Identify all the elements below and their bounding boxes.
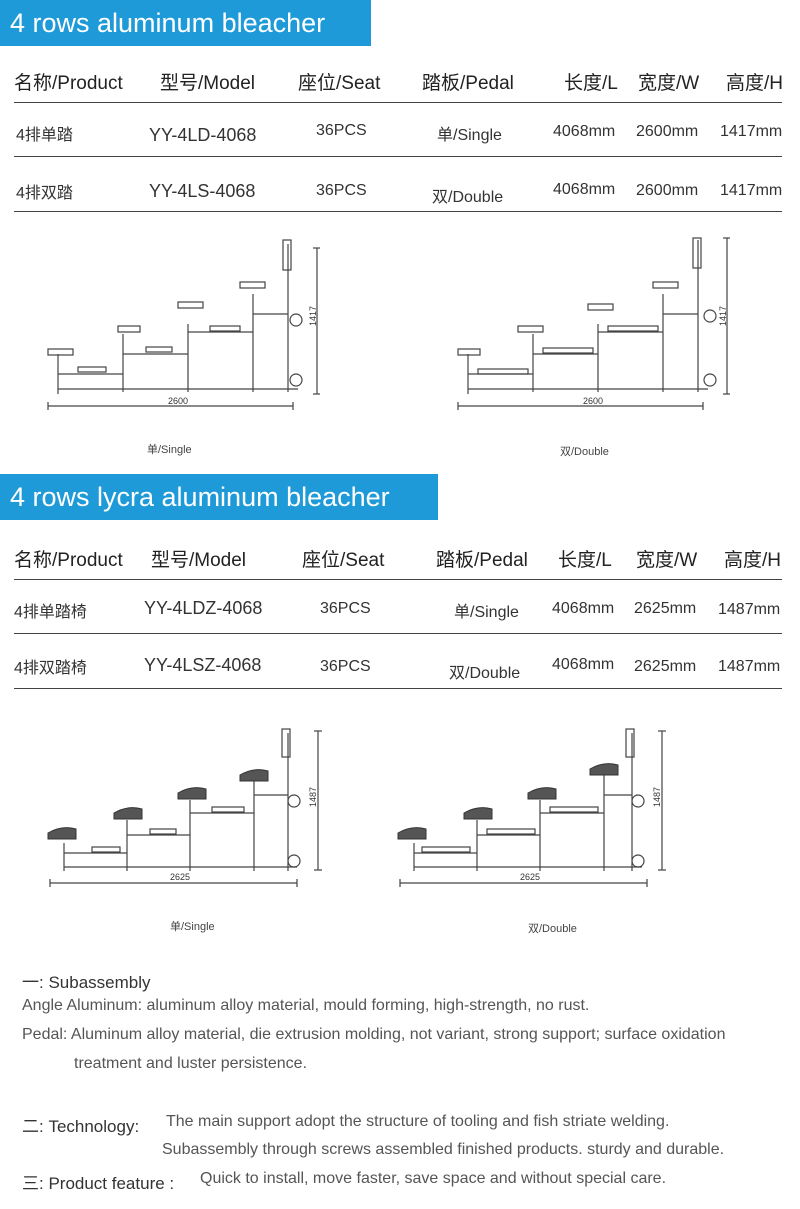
subassembly-heading: 一: Subassembly xyxy=(22,973,151,992)
cell-pedal: 双/Double xyxy=(432,189,504,206)
feature-text: Quick to install, move faster, save spac… xyxy=(200,1170,667,1187)
cell-model: YY-4LSZ-4068 xyxy=(144,655,262,675)
table-bottom-rule xyxy=(14,688,782,689)
height-dimension-label: 1487 xyxy=(308,787,318,807)
header-width: 宽度/W xyxy=(638,73,700,94)
cell-seat: 36PCS xyxy=(316,122,367,139)
cell-seat: 36PCS xyxy=(320,658,371,675)
double-bleacher-diagram: 2600 1417 xyxy=(448,234,748,420)
header-length: 长度/L xyxy=(564,73,618,94)
lycra-single-bleacher-diagram: 2625 1487 xyxy=(42,725,342,895)
header-height: 高度/H xyxy=(724,550,782,571)
section1-spec-table: 名称/Product 型号/Model 座位/Seat 踏板/Pedal 长度/… xyxy=(14,60,784,215)
header-height: 高度/H xyxy=(726,73,784,94)
single-bleacher-diagram: 2600 1417 xyxy=(38,234,338,420)
width-dimension-label: 2600 xyxy=(583,396,603,406)
section2-title-banner: 4 rows lycra aluminum bleacher xyxy=(0,474,438,520)
cell-model: YY-4LS-4068 xyxy=(149,181,256,201)
cell-pedal: 单/Single xyxy=(454,604,519,621)
cell-width: 2625mm xyxy=(634,658,697,675)
pedal-text-line2: treatment and luster persistence. xyxy=(74,1055,308,1072)
lycra-double-bleacher-diagram: 2625 1487 xyxy=(392,725,692,895)
cell-product: 4排双踏椅 xyxy=(14,660,87,677)
technology-text-line2: Subassembly through screws assembled fin… xyxy=(162,1141,725,1158)
technology-heading: 二: Technology: xyxy=(22,1117,140,1136)
lycra-single-diagram-caption: 单/Single xyxy=(170,921,215,933)
technology-text-line1: The main support adopt the structure of … xyxy=(166,1113,670,1130)
header-pedal: 踏板/Pedal xyxy=(436,550,528,571)
height-dimension-label: 1417 xyxy=(308,306,318,326)
table-bottom-rule xyxy=(14,211,782,212)
header-product: 名称/Product xyxy=(14,550,123,571)
product-notes: 一: Subassembly Angle Aluminum: aluminum … xyxy=(22,966,782,1196)
cell-seat: 36PCS xyxy=(316,182,367,199)
width-dimension-label: 2625 xyxy=(170,872,190,882)
cell-height: 1487mm xyxy=(718,601,781,618)
cell-width: 2600mm xyxy=(636,123,699,140)
height-dimension-label: 1487 xyxy=(652,787,662,807)
height-dimension-label: 1417 xyxy=(718,306,728,326)
table-row: 4排双踏 YY-4LS-4068 36PCS 双/Double 4068mm 2… xyxy=(14,156,782,211)
section1-title-banner: 4 rows aluminum bleacher xyxy=(0,0,371,46)
header-length: 长度/L xyxy=(558,550,612,571)
cell-seat: 36PCS xyxy=(320,600,371,617)
header-width: 宽度/W xyxy=(636,550,698,571)
cell-height: 1487mm xyxy=(718,658,781,675)
cell-height: 1417mm xyxy=(720,182,783,199)
header-pedal: 踏板/Pedal xyxy=(422,73,514,94)
cell-length: 4068mm xyxy=(552,600,615,617)
single-diagram-caption: 单/Single xyxy=(147,444,192,456)
section2-spec-table: 名称/Product 型号/Model 座位/Seat 踏板/Pedal 长度/… xyxy=(14,537,782,692)
cell-pedal: 双/Double xyxy=(449,665,521,682)
header-model: 型号/Model xyxy=(160,73,256,94)
header-seat: 座位/Seat xyxy=(298,73,381,94)
table-row: 4排单踏 YY-4LD-4068 36PCS 单/Single 4068mm 2… xyxy=(14,102,782,157)
cell-model: YY-4LD-4068 xyxy=(149,125,257,145)
pedal-text-line1: Pedal: Aluminum alloy material, die extr… xyxy=(22,1026,726,1043)
cell-length: 4068mm xyxy=(553,123,616,140)
cell-model: YY-4LDZ-4068 xyxy=(144,598,263,618)
cell-product: 4排双踏 xyxy=(16,185,73,202)
angle-aluminum-text: Angle Aluminum: aluminum alloy material,… xyxy=(22,997,590,1014)
lycra-double-diagram-caption: 双/Double xyxy=(528,923,577,935)
header-model: 型号/Model xyxy=(151,550,247,571)
width-dimension-label: 2600 xyxy=(168,396,188,406)
cell-length: 4068mm xyxy=(553,181,616,198)
cell-product: 4排单踏 xyxy=(16,127,73,144)
header-product: 名称/Product xyxy=(14,73,123,94)
header-seat: 座位/Seat xyxy=(302,550,385,571)
table-row: 4排单踏椅 YY-4LDZ-4068 36PCS 单/Single 4068mm… xyxy=(14,579,782,634)
table-row: 4排双踏椅 YY-4LSZ-4068 36PCS 双/Double 4068mm… xyxy=(14,633,782,688)
cell-pedal: 单/Single xyxy=(437,127,502,144)
double-diagram-caption: 双/Double xyxy=(560,446,609,458)
cell-width: 2600mm xyxy=(636,182,699,199)
cell-height: 1417mm xyxy=(720,123,783,140)
table-header: 名称/Product 型号/Model 座位/Seat 踏板/Pedal 长度/… xyxy=(14,537,782,577)
table-header: 名称/Product 型号/Model 座位/Seat 踏板/Pedal 长度/… xyxy=(14,60,784,100)
cell-product: 4排单踏椅 xyxy=(14,604,87,621)
width-dimension-label: 2625 xyxy=(520,872,540,882)
feature-heading: 三: Product feature : xyxy=(22,1174,175,1193)
cell-length: 4068mm xyxy=(552,656,615,673)
cell-width: 2625mm xyxy=(634,600,697,617)
